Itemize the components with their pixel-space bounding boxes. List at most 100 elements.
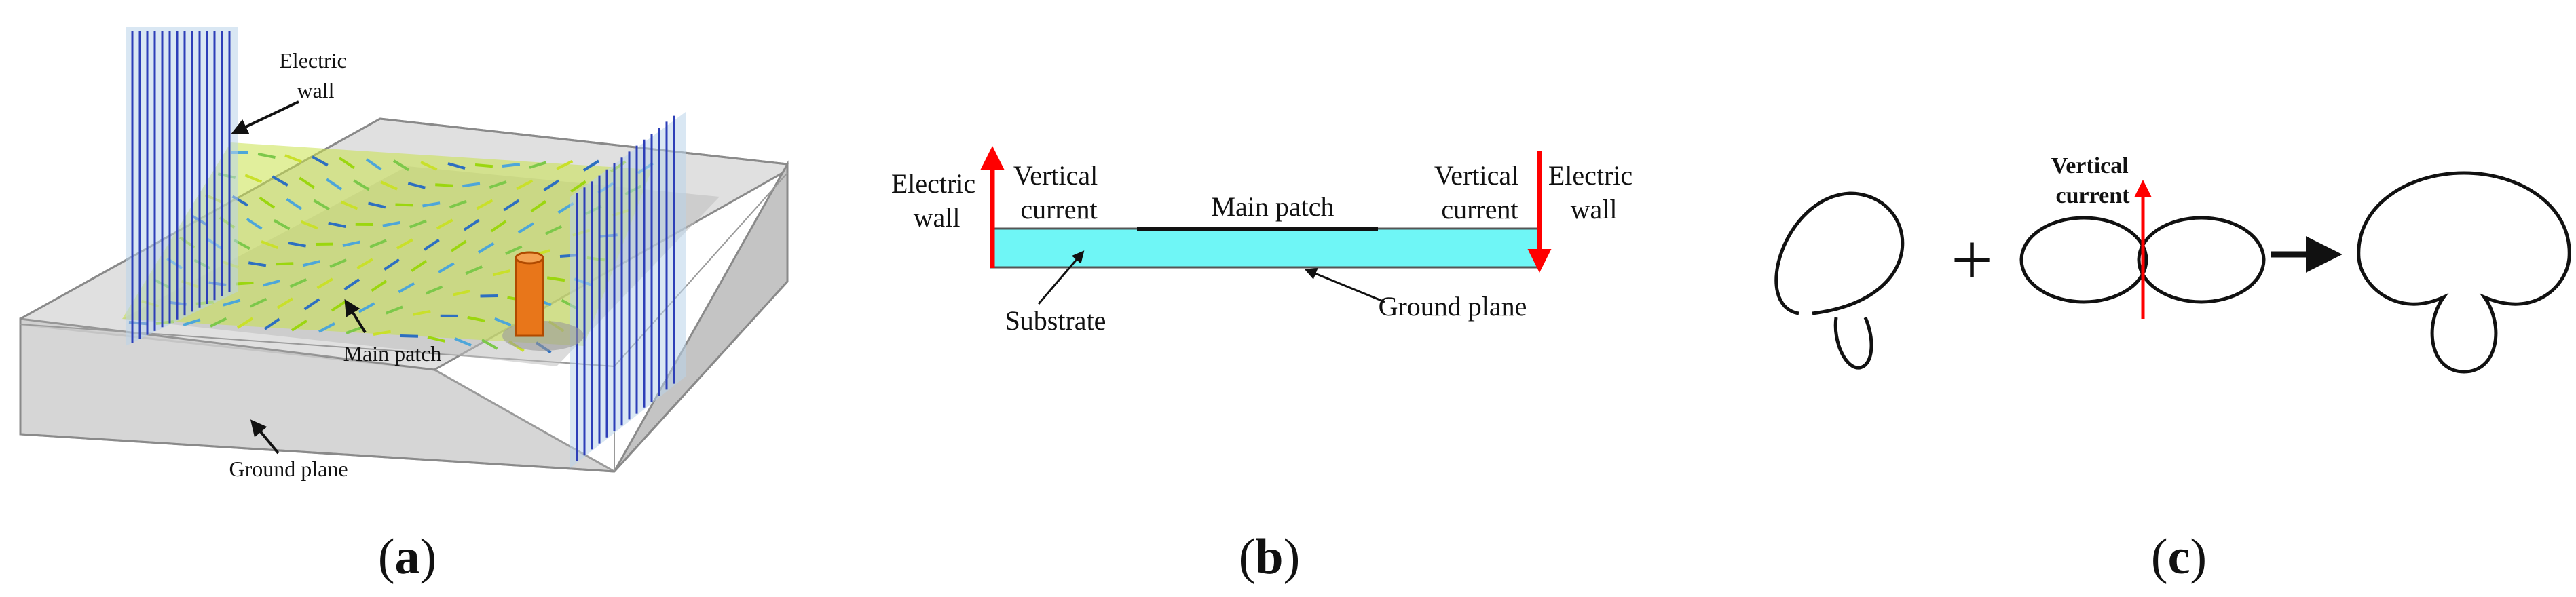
field-arrow — [386, 305, 403, 315]
field-arrow — [529, 161, 547, 169]
field-arrow — [481, 339, 498, 350]
field-arrow — [342, 240, 360, 247]
right-current-label-b: Vertical current — [1434, 160, 1525, 225]
field-arrow — [582, 159, 600, 172]
field-arrow — [263, 317, 280, 330]
field-arrow — [556, 159, 574, 170]
field-arrow — [392, 159, 410, 172]
field-arrow — [477, 242, 495, 254]
field-arrow — [318, 322, 335, 333]
field-arrow — [427, 336, 445, 343]
slab-box-outline — [19, 117, 789, 473]
field-arrow — [449, 199, 467, 209]
field-arrow — [302, 260, 321, 267]
field-arrow — [369, 239, 387, 248]
field-arrow — [316, 277, 333, 290]
field-arrow — [346, 326, 364, 334]
field-arrow — [384, 258, 400, 271]
field-arrow — [373, 330, 391, 336]
field-arrow — [312, 155, 329, 167]
right-wall-arrows — [576, 115, 675, 461]
patch-back-lobe — [1833, 316, 1873, 370]
field-arrow — [435, 183, 453, 187]
field-arrow — [236, 281, 254, 286]
field-arrow — [289, 278, 307, 288]
field-arrow — [326, 178, 342, 191]
panel-a: Electric wall Main patch Ground plane — [19, 27, 789, 481]
field-arrow — [368, 201, 386, 209]
field-arrow — [276, 262, 294, 266]
field-arrow — [398, 282, 415, 294]
field-arrow — [358, 302, 375, 313]
field-arrow — [371, 280, 388, 292]
field-arrow — [365, 158, 382, 171]
panel-c: + Vertical current — [1774, 153, 2571, 374]
field-arrow — [380, 180, 398, 191]
right-wall-label-b: Electric wall — [1548, 160, 1639, 225]
electric-wall-label-a: Electric wall — [279, 48, 352, 102]
field-arrow — [244, 174, 263, 183]
field-arrow — [436, 218, 453, 230]
field-arrow — [329, 258, 347, 269]
field-arrow — [286, 197, 303, 210]
field-arrow — [474, 163, 493, 168]
field-arrow — [465, 265, 483, 275]
field-arrow — [299, 176, 315, 189]
feed-probe — [515, 256, 544, 337]
caption-c: (c) — [2151, 529, 2207, 585]
main-patch-label-b: Main patch — [1211, 191, 1334, 222]
field-arrow — [490, 220, 507, 233]
field-arrow — [570, 180, 586, 193]
field-arrow — [257, 153, 276, 159]
field-arrow — [276, 297, 293, 309]
substrate-label-b: Substrate — [1005, 305, 1106, 336]
field-arrow — [476, 199, 493, 210]
field-arrow — [273, 219, 291, 231]
combined-radiation-pattern — [2357, 171, 2571, 374]
panel-b: Electric wall Vertical current Main patc… — [891, 146, 1639, 336]
field-arrow — [409, 219, 427, 229]
field-arrow — [546, 276, 565, 282]
field-arrow — [494, 317, 512, 327]
field-arrow — [382, 220, 400, 227]
field-arrow — [313, 199, 331, 211]
field-arrow — [249, 297, 267, 308]
plus-symbol: + — [1951, 218, 1993, 301]
field-arrow — [210, 317, 227, 328]
field-arrow — [338, 157, 355, 169]
field-arrow — [395, 203, 413, 207]
field-arrow — [420, 161, 438, 171]
vertical-current-left-lobe — [2019, 216, 2148, 304]
field-arrow — [516, 179, 534, 191]
field-arrow — [343, 278, 360, 291]
field-arrow — [261, 240, 279, 250]
field-arrow — [489, 180, 507, 189]
field-arrow — [422, 201, 441, 208]
field-arrow — [301, 220, 318, 230]
field-arrow — [530, 200, 547, 213]
field-arrow — [262, 279, 281, 287]
field-arrow — [288, 242, 306, 248]
field-arrow — [544, 225, 563, 235]
field-arrow — [396, 238, 413, 250]
field-arrow — [411, 260, 427, 272]
field-arrow — [291, 320, 307, 332]
field-arrow — [438, 262, 455, 273]
field-arrow — [502, 163, 521, 168]
field-arrow — [454, 337, 472, 347]
field-arrow — [331, 299, 348, 312]
field-arrow — [467, 315, 485, 322]
field-arrow — [517, 222, 534, 234]
field-arrow — [303, 298, 320, 311]
caption-b: (b) — [1239, 529, 1300, 585]
field-arrow — [328, 221, 346, 229]
field-arrow — [246, 218, 263, 230]
field-arrow — [259, 196, 276, 209]
main-patch-label-a: Main patch — [343, 341, 442, 366]
field-arrow — [453, 289, 471, 296]
field-arrow — [248, 261, 267, 267]
ground-plane-label-b: Ground plane — [1379, 291, 1527, 322]
left-wall-label-b: Electric wall — [891, 168, 982, 233]
field-arrow — [353, 179, 370, 191]
